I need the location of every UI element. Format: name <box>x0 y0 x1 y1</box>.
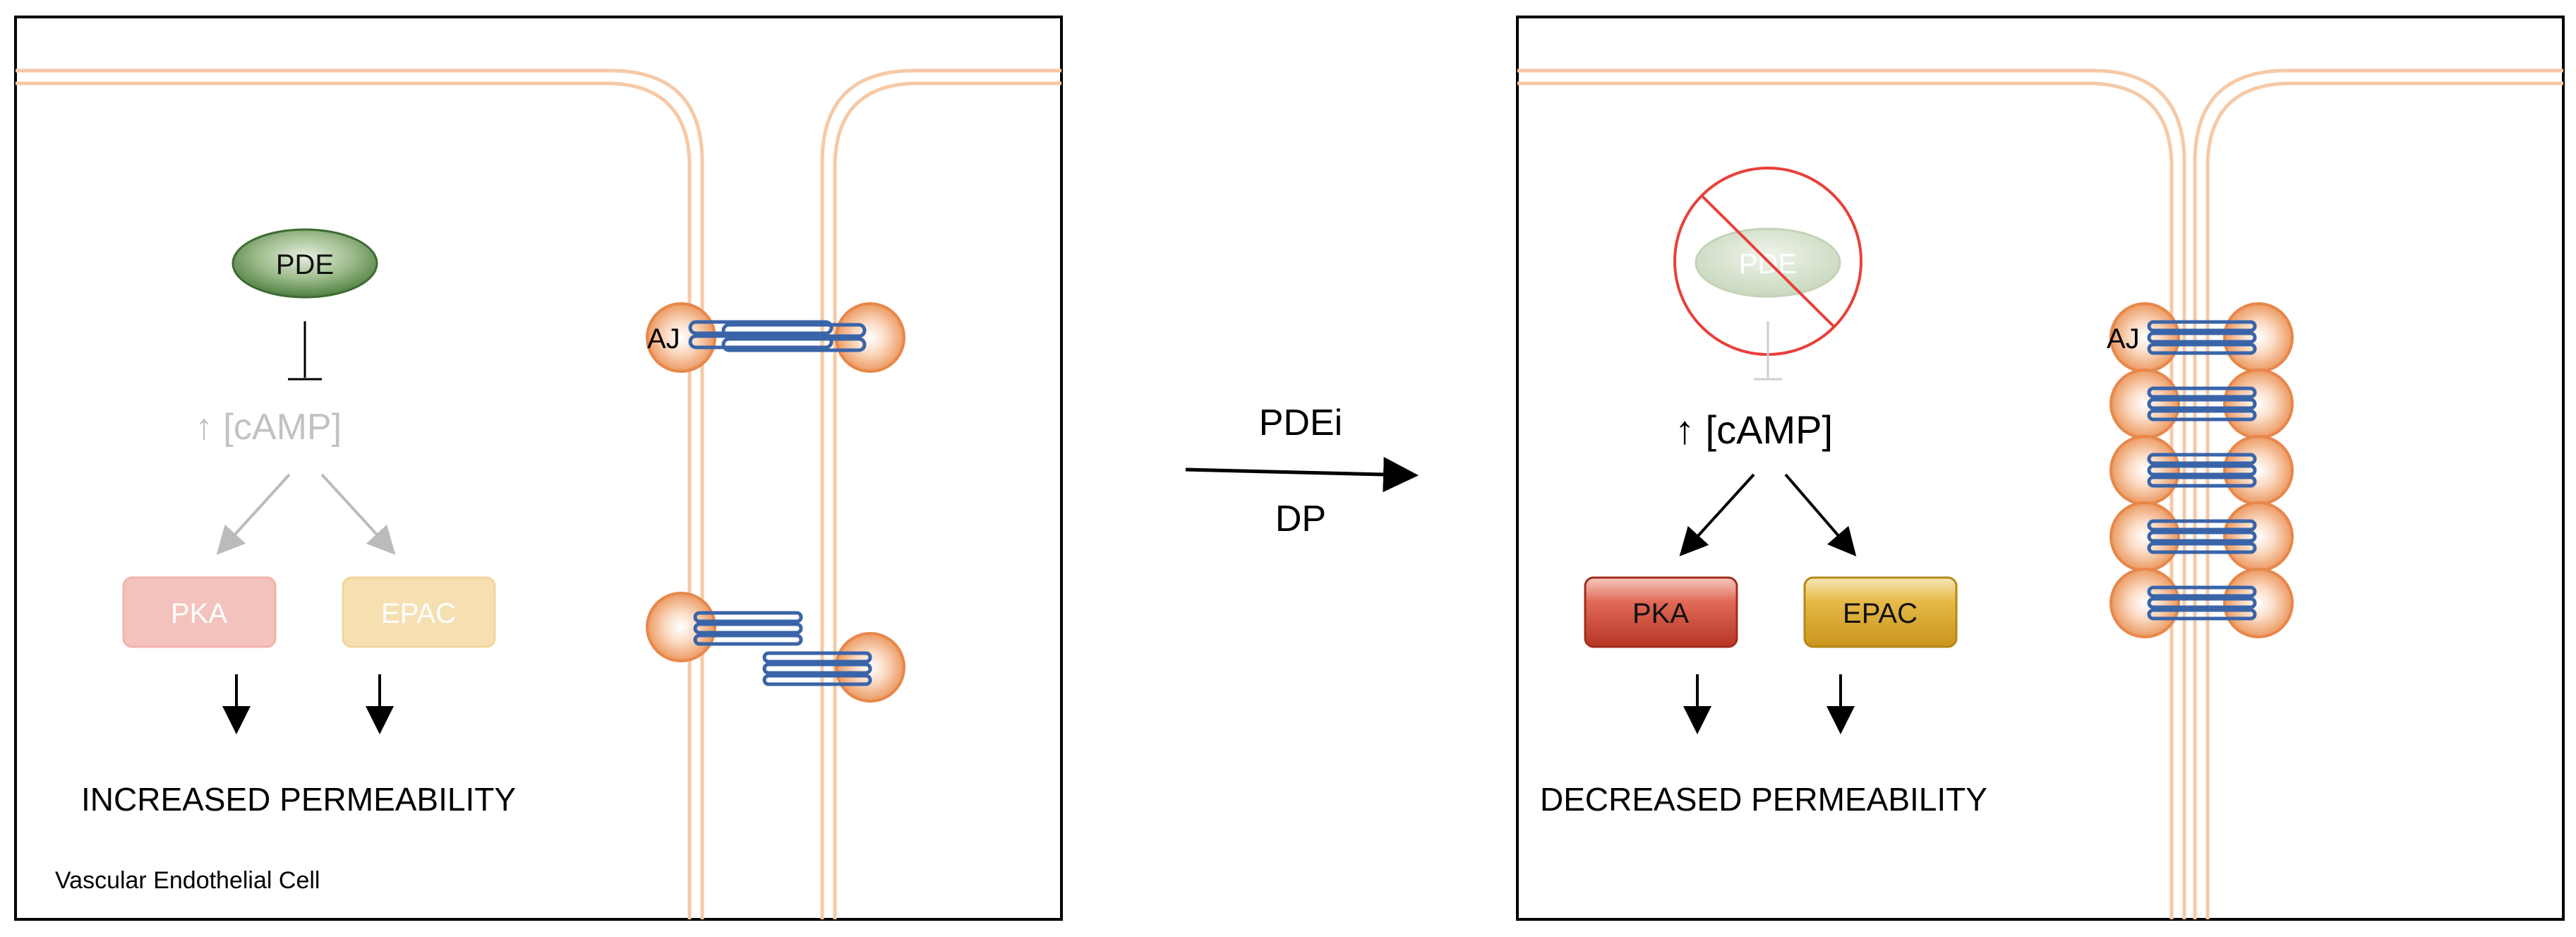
right-membrane <box>1517 68 2563 919</box>
treatment-arrow <box>1185 457 1419 492</box>
right-junction <box>2109 302 2294 373</box>
left-pka-label: PKA <box>171 598 227 629</box>
right-junction <box>2109 501 2294 572</box>
right-camp-arrows <box>1679 473 1857 557</box>
left-inhibition-line <box>288 321 322 381</box>
treatment-bottom-label: DP <box>1275 499 1326 539</box>
left-junction-broken <box>646 592 905 703</box>
left-pde-label: PDE <box>276 249 334 280</box>
right-pde-label: PDE <box>1739 249 1797 280</box>
left-membrane <box>16 68 1061 919</box>
left-epac-label: EPAC <box>381 598 456 629</box>
right-outcome-label: DECREASED PERMEABILITY <box>1540 781 1987 818</box>
right-junction <box>2109 369 2294 439</box>
right-epac-label: EPAC <box>1843 598 1918 629</box>
left-camp-label: ↑ [cAMP] <box>195 407 342 448</box>
left-pde-oval <box>231 228 378 299</box>
treatment-arrow-group: PDEi DP <box>1185 402 1419 539</box>
right-panel: PDE ↑ [cAMP] PKA EPAC DECREASED PERMEABI… <box>1516 16 2565 921</box>
right-junction-stack: AJ <box>2107 302 2294 638</box>
left-junction-top: AJ <box>646 302 905 373</box>
left-panel: PDE ↑ [cAMP] PKA EPAC INCREASED PERMEABI… <box>14 16 1063 921</box>
right-junction <box>2109 435 2294 506</box>
right-aj-label: AJ <box>2107 323 2140 354</box>
treatment-top-label: PDEi <box>1259 402 1342 443</box>
right-down-arrows <box>1683 674 1855 734</box>
left-camp-arrows <box>216 473 396 555</box>
right-epac-box <box>1803 576 1958 648</box>
right-panel-frame <box>1516 16 2565 921</box>
left-epac-box <box>342 576 496 648</box>
left-pka-box <box>122 576 277 648</box>
right-junction <box>2109 568 2294 638</box>
right-pka-label: PKA <box>1632 598 1689 629</box>
right-pka-box <box>1584 576 1738 648</box>
right-camp-label: ↑ [cAMP] <box>1675 407 1833 452</box>
left-down-arrows <box>222 674 394 734</box>
right-inhibition-line <box>1754 321 1782 381</box>
left-aj-label: AJ <box>647 323 680 354</box>
left-panel-frame <box>14 16 1063 921</box>
cell-type-label: Vascular Endothelial Cell <box>55 867 320 894</box>
left-outcome-label: INCREASED PERMEABILITY <box>81 781 516 818</box>
